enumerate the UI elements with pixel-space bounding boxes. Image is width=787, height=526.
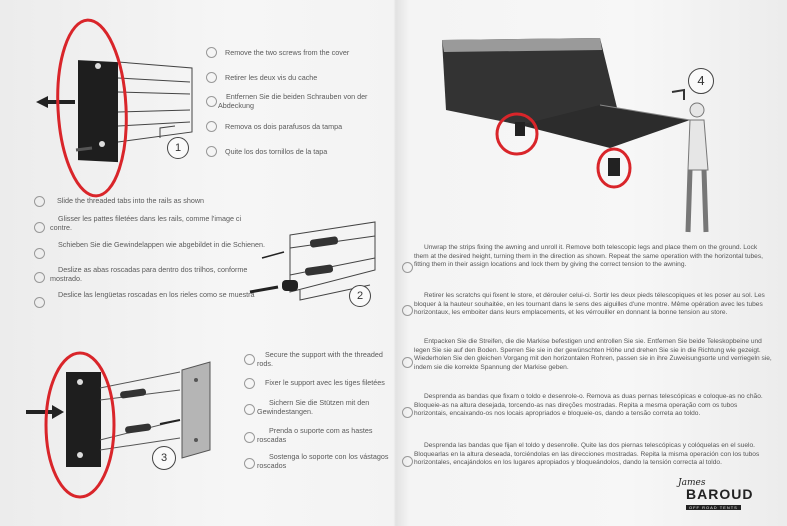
flag-de-icon [402, 357, 413, 368]
instruction-fr: Fixer le support avec les tiges filetées [265, 378, 385, 387]
flag-en-icon [34, 196, 45, 207]
bracket-illustration [181, 361, 211, 459]
mannequin-figure [685, 102, 709, 233]
instruction-pt: Desprenda as bandas que fixam o toldo e … [414, 393, 763, 418]
flag-en-icon [244, 354, 255, 365]
step1-rail-illustration [117, 61, 193, 143]
flag-es-icon [402, 456, 413, 467]
flag-pt-icon [402, 407, 413, 418]
flag-pt-icon [34, 272, 45, 283]
flag-de-icon [244, 404, 255, 415]
awning-tent-illustration [442, 38, 620, 125]
flag-pt-icon [244, 432, 255, 443]
step1-cover-plate [78, 60, 118, 163]
instruction-en: Remove the two screws from the cover [225, 48, 350, 57]
flag-en-icon [402, 262, 413, 273]
arrow-left-icon [36, 96, 75, 108]
flag-fr-icon [34, 222, 45, 233]
flag-fr-icon [206, 72, 217, 83]
flag-pt-icon [206, 121, 217, 132]
flag-es-icon [206, 146, 217, 157]
instruction-de: Entpacken Sie die Streifen, die die Mark… [414, 338, 772, 371]
flag-de-icon [34, 248, 45, 259]
brand-logo: James BAROUD OFF ROAD TENTS [668, 478, 778, 518]
instruction-pt: Prenda o suporte com as hastes roscadas [257, 426, 373, 444]
step3-support-plate [66, 372, 101, 467]
flag-es-icon [34, 297, 45, 308]
instruction-de: Entfernen Sie die beiden Schrauben von d… [218, 92, 368, 110]
step-number-badge: 2 [349, 285, 371, 307]
step-number-badge: 3 [152, 446, 176, 470]
flag-fr-icon [244, 378, 255, 389]
instruction-de: Schieben Sie die Gewindelappen wie abgeb… [58, 240, 265, 249]
instruction-pt: Deslize as abas roscadas para dentro dos… [50, 265, 248, 283]
instruction-en: Unwrap the strips fixing the awning and … [414, 244, 763, 269]
flag-es-icon [244, 458, 255, 469]
step-number-badge: 4 [688, 68, 714, 94]
flag-de-icon [206, 96, 217, 107]
flag-fr-icon [402, 305, 413, 316]
instruction-fr: Retirer les scratchs qui fixent le store… [414, 292, 765, 317]
logo-script: James [678, 478, 706, 488]
instruction-pt: Remova os dois parafusos da tampa [225, 122, 343, 131]
instruction-es: Sostenga lo soporte con los vástagos ros… [257, 452, 389, 470]
red-annotation-circle [44, 351, 116, 499]
arrow-right-icon [249, 285, 279, 294]
instruction-fr: Glisser les pattes filetées dans les rai… [50, 214, 242, 232]
instruction-es: Quite los dos tornillos de la tapa [225, 147, 328, 156]
logo-tagline: OFF ROAD TENTS [686, 505, 741, 510]
instruction-fr: Retirer les deux vis du cache [225, 73, 318, 82]
red-annotation-circle [596, 147, 632, 189]
instruction-en: Secure the support with the threaded rod… [257, 350, 383, 368]
step-number-badge: 1 [167, 137, 189, 159]
screw-icon [75, 146, 93, 152]
flag-en-icon [206, 47, 217, 58]
instruction-es: Desprenda las bandas que fijan el toldo … [414, 442, 760, 467]
instruction-en: Slide the threaded tabs into the rails a… [57, 196, 205, 205]
instruction-es: Deslice las lengüetas roscadas en los ri… [58, 290, 255, 299]
logo-brand: BAROUD [686, 486, 754, 502]
red-annotation-circle [495, 112, 539, 156]
red-annotation-circle [56, 18, 128, 198]
instruction-de: Sichern Sie die Stützen mit den Gewindes… [257, 398, 370, 416]
arrow-right-icon [26, 405, 64, 419]
